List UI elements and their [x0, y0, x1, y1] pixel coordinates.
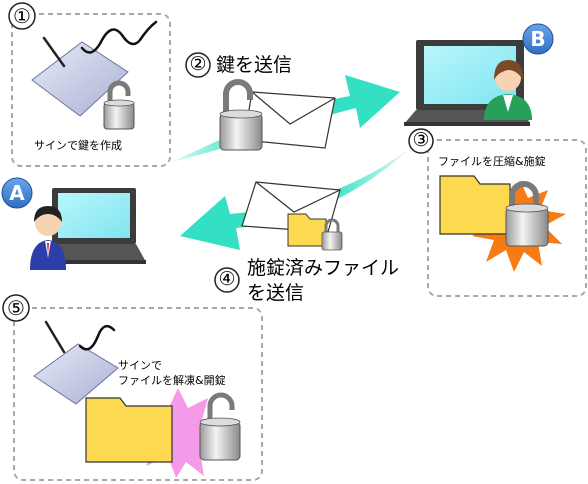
step3-lock [505, 181, 549, 247]
badge-b-circle [522, 23, 554, 55]
person-b-avatar [484, 60, 532, 120]
step5-caption-line1: サインで [118, 359, 162, 372]
step4-number: ④ [218, 268, 236, 290]
send-file-arrow [180, 148, 410, 250]
step5-folder [85, 397, 173, 463]
step5-caption-line2: ファイルを解凍&開錠 [118, 374, 226, 387]
step5-number: ⑤ [7, 296, 25, 320]
step2-number-circle [185, 52, 211, 78]
step1-signing-pad [31, 20, 158, 117]
step2-open-lock [219, 79, 263, 151]
step5-signing-pad [33, 320, 119, 405]
step1-number: ① [13, 4, 31, 28]
step3-number-circle [408, 128, 434, 154]
badge-a-letter: A [9, 181, 25, 205]
step2-number: ② [189, 53, 207, 75]
badge-a-circle [1, 177, 33, 209]
person-a-avatar [30, 206, 66, 270]
step4-caption-line2: を送信 [247, 282, 305, 304]
step4-lock [321, 218, 343, 251]
step4-caption-line1: 施錠済みファイル [247, 257, 400, 279]
badge-b-letter: B [530, 27, 546, 51]
step3-number: ③ [412, 129, 430, 151]
step3-caption: ファイルを圧縮&施錠 [438, 155, 546, 168]
step3-folder [439, 175, 511, 235]
step1-frame [11, 13, 171, 167]
step1-number-circle [8, 2, 36, 30]
step1-caption: サインで鍵を作成 [34, 139, 122, 152]
step4-folder [287, 213, 327, 247]
step2-caption: 鍵を送信 [216, 54, 293, 76]
step5-frame [13, 307, 263, 481]
step5-number-circle [2, 294, 30, 322]
step5-open-lock [199, 392, 241, 461]
step4-number-circle [214, 267, 240, 293]
person-a-laptop [42, 188, 146, 264]
step1-lock [103, 80, 135, 130]
